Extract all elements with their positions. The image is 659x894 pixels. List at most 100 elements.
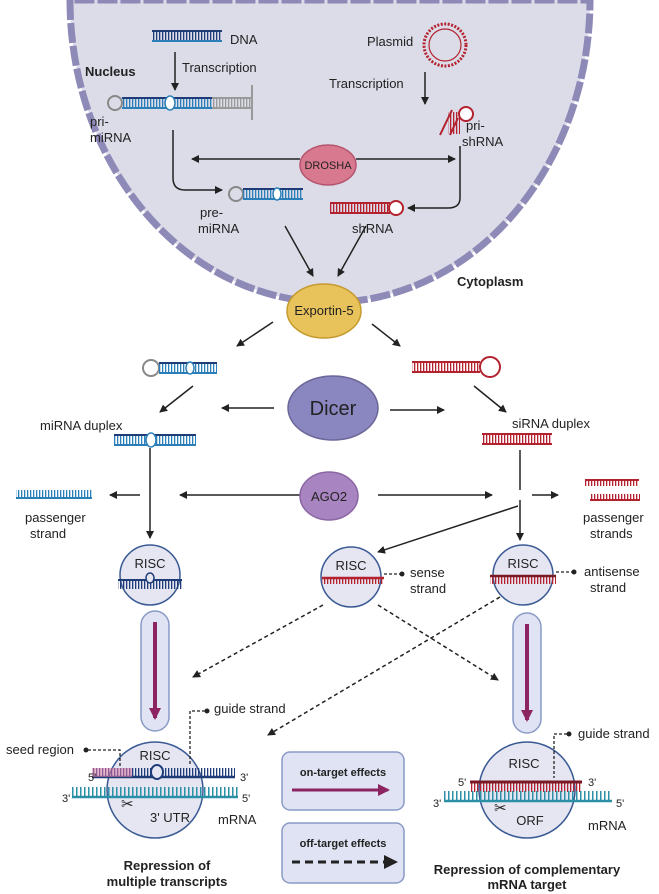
pri-mirna-label-line1: pri- bbox=[90, 114, 109, 129]
antisense-strand-label-line1: antisense bbox=[584, 564, 640, 579]
shrna-to-duplex-arrow bbox=[473, 385, 507, 413]
mrna-label-right: mRNA bbox=[588, 818, 627, 833]
on-target-arrow-right bbox=[512, 612, 542, 734]
five-prime-label-right-top: 5' bbox=[458, 777, 466, 789]
shrna-label: shRNA bbox=[352, 221, 394, 236]
pri-shrna-label-line2: shRNA bbox=[462, 134, 504, 149]
exportin-to-shrna-arrow bbox=[371, 323, 401, 347]
utr-label: 3' UTR bbox=[150, 810, 190, 825]
sense-strand-label-line1: sense bbox=[410, 565, 445, 580]
repression-left-line1: Repression of bbox=[124, 858, 211, 873]
sirna-duplex bbox=[482, 433, 552, 445]
five-prime-label-left-bottom: 5' bbox=[242, 793, 250, 805]
mirna-passenger-strand bbox=[16, 490, 92, 499]
seed-region-leader-dot bbox=[83, 747, 89, 753]
pri-mirna-molecule bbox=[107, 85, 253, 120]
sirna-to-sense-risc-arrow bbox=[377, 505, 519, 554]
dna-label: DNA bbox=[230, 32, 258, 47]
pri-shrna-label-line1: pri- bbox=[466, 118, 485, 133]
pri-mirna-label-line2: miRNA bbox=[90, 130, 131, 145]
risc-mirna bbox=[118, 544, 182, 606]
shrna-molecule bbox=[330, 200, 404, 216]
off-target-arrow-3 bbox=[267, 596, 501, 736]
three-prime-label-left-top: 3' bbox=[240, 772, 248, 784]
pri-to-pre-mirna-arrow bbox=[172, 130, 223, 194]
cytoplasm-shrna bbox=[412, 356, 501, 378]
sirna-duplex-label: siRNA duplex bbox=[512, 416, 591, 431]
plasmid-label: Plasmid bbox=[367, 34, 413, 49]
legend-on-target-label: on-target effects bbox=[300, 767, 386, 779]
pri-to-shrna-arrow bbox=[407, 146, 461, 212]
exportin-5-label: Exportin-5 bbox=[294, 303, 353, 318]
exportin-5-protein bbox=[286, 283, 362, 339]
passenger-strand-label-line1: passenger bbox=[25, 510, 86, 525]
pre-mirna-label-line2: miRNA bbox=[198, 221, 239, 236]
sense-strand-label-line2: strand bbox=[410, 581, 446, 596]
cytoplasm-pre-mirna bbox=[142, 359, 217, 377]
guide-strand-leader-right bbox=[553, 733, 567, 778]
ago2-label: AGO2 bbox=[311, 489, 347, 504]
dna-strand bbox=[152, 30, 222, 42]
on-target-arrow-left bbox=[140, 610, 170, 732]
mirna-duplex bbox=[114, 432, 196, 448]
risc-sense bbox=[320, 546, 384, 608]
mirna-duplex-label: miRNA duplex bbox=[40, 418, 123, 433]
dicer-enzyme bbox=[287, 375, 379, 441]
pri-shrna-molecule bbox=[439, 106, 474, 136]
risc-antisense bbox=[490, 544, 556, 606]
guide-strand-leader-dot-right bbox=[566, 731, 572, 737]
three-prime-label-left-bottom: 3' bbox=[62, 793, 70, 805]
risc-label-right-complex: RISC bbox=[508, 756, 539, 771]
legend-on-target bbox=[281, 751, 405, 811]
three-prime-label-right-bottom: 3' bbox=[433, 798, 441, 810]
antisense-strand-leader-dot bbox=[571, 569, 577, 575]
risc-label-sense: RISC bbox=[335, 558, 366, 573]
risc-label-antisense: RISC bbox=[507, 556, 538, 571]
shrna-to-exportin-arrow bbox=[337, 225, 367, 277]
sense-strand-leader-dot bbox=[399, 571, 405, 577]
guide-strand-label-left: guide strand bbox=[214, 701, 286, 716]
pre-mirna-molecule bbox=[228, 186, 303, 202]
orf-label: ORF bbox=[516, 813, 544, 828]
dicer-label: Dicer bbox=[310, 398, 357, 420]
drosha-label: DROSHA bbox=[304, 160, 352, 172]
exportin-to-mirna-arrow bbox=[236, 321, 274, 347]
passenger-strands-label-line2: strands bbox=[590, 526, 633, 541]
guide-strand-leader-left bbox=[189, 710, 205, 766]
drosha-enzyme bbox=[299, 144, 357, 186]
passenger-strands-label-line1: passenger bbox=[583, 510, 644, 525]
risc-label-mirna: RISC bbox=[134, 556, 165, 571]
risc-mrna-complex-left bbox=[72, 741, 238, 839]
transcription-label-right: Transcription bbox=[329, 76, 404, 91]
five-prime-label-left-top: 5' bbox=[88, 772, 96, 784]
scissors-icon-left: ✂ bbox=[121, 796, 134, 813]
transcription-label-left: Transcription bbox=[182, 60, 257, 75]
guide-strand-label-right: guide strand bbox=[578, 726, 650, 741]
pre-mirna-to-exportin-arrow bbox=[284, 225, 314, 277]
guide-strand-leader-dot-left bbox=[204, 708, 210, 714]
three-prime-label-right-top: 3' bbox=[588, 777, 596, 789]
off-target-arrow-1 bbox=[192, 604, 324, 678]
passenger-strand-label-line2: strand bbox=[30, 526, 66, 541]
five-prime-label-right-bottom: 5' bbox=[616, 798, 624, 810]
legend-off-target-label: off-target effects bbox=[300, 838, 387, 850]
repression-right-line2: mRNA target bbox=[488, 877, 568, 892]
seed-region-leader bbox=[88, 749, 121, 766]
nucleus-label: Nucleus bbox=[85, 64, 136, 79]
plasmid-icon bbox=[422, 22, 468, 68]
repression-right-line1: Repression of complementary bbox=[434, 862, 621, 877]
legend-off-target bbox=[281, 822, 405, 884]
pre-mirna-label-line1: pre- bbox=[200, 205, 223, 220]
off-target-arrow-2 bbox=[377, 604, 499, 681]
risc-label-left-complex: RISC bbox=[139, 748, 170, 763]
repression-left-line2: multiple transcripts bbox=[107, 874, 228, 889]
ago2-protein bbox=[299, 471, 359, 521]
mirna-to-duplex-arrow bbox=[159, 385, 194, 413]
seed-region-label: seed region bbox=[6, 742, 74, 757]
mrna-label-left: mRNA bbox=[218, 812, 257, 827]
risc-mrna-complex-right bbox=[444, 741, 612, 839]
cytoplasm-label: Cytoplasm bbox=[457, 274, 523, 289]
sirna-passenger-strands bbox=[585, 479, 640, 501]
scissors-icon-right: ✂ bbox=[494, 800, 507, 817]
